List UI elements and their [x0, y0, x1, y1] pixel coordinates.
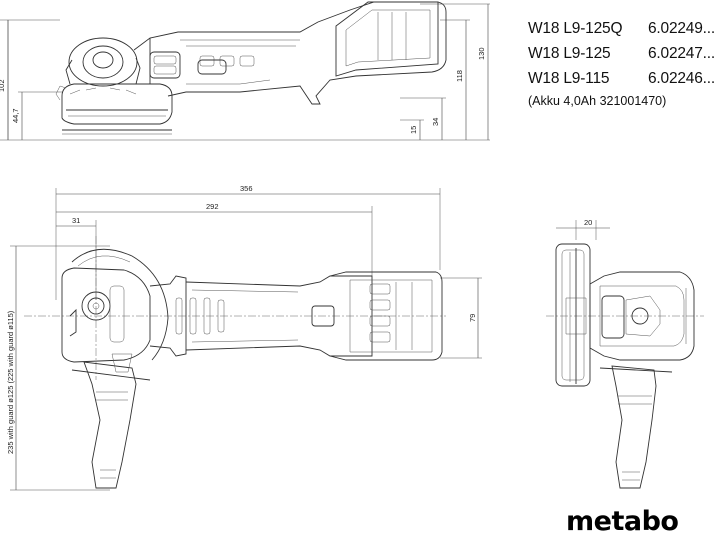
dim-102: 102 — [0, 79, 6, 92]
model-code: 6.02249... — [648, 20, 715, 37]
front-view: 20 — [546, 218, 704, 489]
dim-44-7: 44,7 — [11, 108, 20, 123]
dim-34: 34 — [431, 118, 440, 126]
side-view: 102 44,7 130 118 34 15 — [0, 1, 490, 141]
model-name: W18 L9-125Q — [528, 20, 623, 37]
dim-130: 130 — [477, 47, 486, 60]
model-row: W18 L9-115 6.02246... — [528, 66, 716, 91]
dim-31: 31 — [72, 216, 80, 225]
model-name: W18 L9-125 — [528, 45, 611, 62]
dim-79: 79 — [468, 314, 477, 322]
dim-356: 356 — [240, 184, 253, 193]
dim-15: 15 — [409, 126, 418, 134]
battery-note: (Akku 4,0Ah 321001470) — [528, 94, 667, 108]
model-code: 6.02247... — [648, 45, 715, 62]
dim-118: 118 — [455, 70, 464, 82]
dim-292: 292 — [206, 202, 219, 211]
model-row: W18 L9-125Q 6.02249... — [528, 16, 716, 41]
top-view: 356 292 31 79 235 with guard ø125 (225 w… — [6, 184, 482, 491]
dim-235: 235 with guard ø125 (225 with guard ø115… — [6, 310, 15, 454]
model-name: W18 L9-115 — [528, 70, 610, 87]
dim-20: 20 — [584, 218, 592, 227]
model-list: W18 L9-125Q 6.02249... W18 L9-125 6.0224… — [528, 16, 716, 110]
model-code: 6.02246... — [648, 70, 715, 87]
brand-logo: metabo — [566, 506, 679, 537]
model-row: W18 L9-125 6.02247... — [528, 41, 716, 66]
